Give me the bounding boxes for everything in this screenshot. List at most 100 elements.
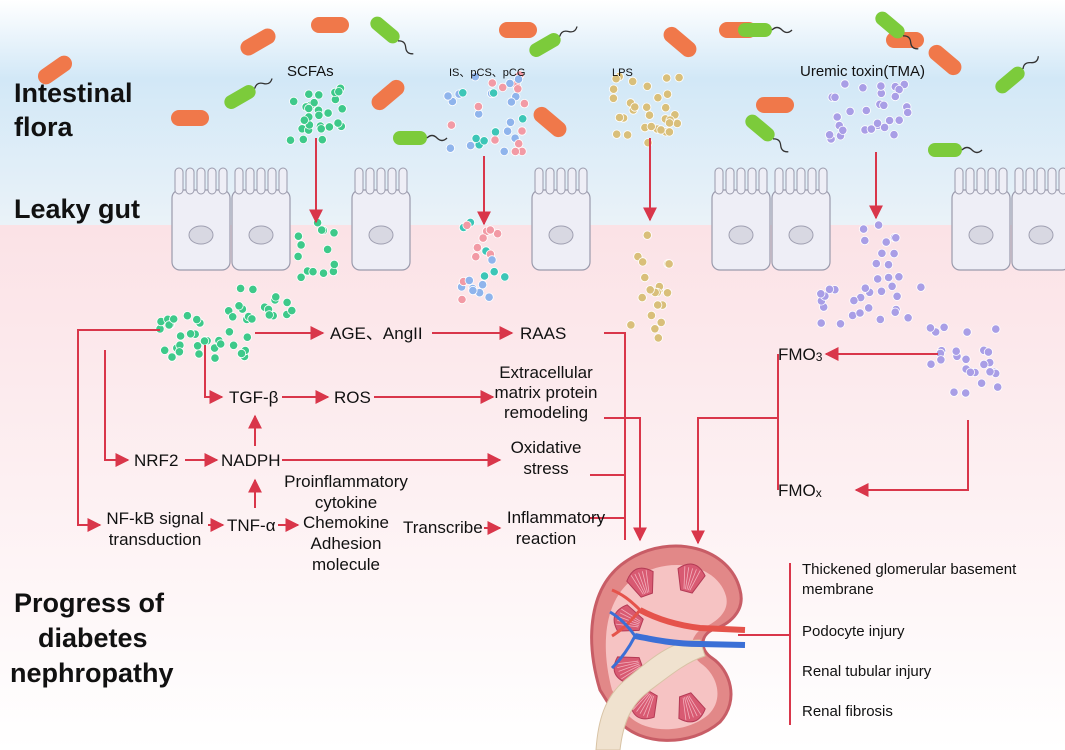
particle [329, 228, 339, 238]
particle [656, 317, 666, 327]
particle [505, 117, 516, 127]
node-inflammatory-1: Inflammatory [507, 508, 606, 527]
particle [871, 258, 881, 269]
particle [500, 272, 510, 282]
green-bacterium [529, 26, 578, 57]
particle [470, 72, 480, 82]
particle [608, 93, 619, 103]
particle [877, 248, 887, 258]
epithelial-cell [351, 167, 411, 271]
particle [236, 348, 247, 359]
particle [462, 220, 472, 230]
node-fmo3: FMO3 [778, 345, 823, 364]
particle [333, 118, 343, 128]
node-oxidative-2: stress [523, 459, 568, 478]
green-bacterium [224, 78, 273, 109]
cell-nucleus [1028, 225, 1054, 245]
particle [264, 310, 274, 320]
particle [285, 135, 296, 145]
particle [317, 225, 327, 235]
node-age-angii: AGE、AngII [330, 324, 423, 343]
particle [903, 107, 913, 118]
particle [637, 292, 647, 303]
particle [308, 267, 318, 277]
particle [860, 283, 870, 293]
particle [985, 367, 995, 377]
line-raas-kidney [604, 332, 626, 540]
node-proinflammatory-5: molecule [312, 555, 380, 574]
particle [890, 91, 900, 102]
particle [876, 81, 886, 91]
particle [471, 133, 481, 143]
particle [457, 294, 467, 305]
orange-bacterium [756, 97, 794, 113]
particle [271, 292, 281, 302]
particle [861, 105, 871, 116]
particle [446, 120, 456, 130]
orange-bacterium [171, 110, 209, 126]
particle [502, 126, 513, 136]
lps-label: LPS [612, 67, 633, 79]
node-proinflammatory-1: Proinflammatory [284, 472, 408, 491]
particle [228, 312, 238, 322]
particle [498, 82, 508, 93]
particle [662, 89, 673, 99]
particle [322, 244, 333, 254]
particle [642, 102, 652, 112]
particle [186, 329, 196, 339]
epithelial-cell [711, 167, 771, 271]
region-progress-label-3: nephropathy [10, 658, 174, 688]
renal-pyramid [678, 692, 706, 723]
arrow-to-nrf2 [104, 350, 130, 467]
particle [164, 320, 174, 330]
outcome-2: Podocyte injury [802, 623, 905, 640]
fmox-sub: x [816, 486, 822, 500]
particle [329, 259, 339, 269]
particle [282, 297, 292, 307]
particle [229, 340, 239, 350]
particle [883, 260, 894, 270]
particle [309, 98, 319, 108]
arrow-fmo-kidney [691, 417, 778, 545]
particle [824, 130, 835, 140]
node-nfkb-2: transduction [109, 530, 202, 549]
arrow-ecm-kidney [604, 417, 647, 542]
particle [216, 339, 226, 349]
particle [642, 230, 652, 240]
kidney-illustration [590, 544, 746, 750]
particle [858, 83, 868, 93]
particle [864, 303, 874, 313]
particle [894, 85, 904, 95]
particle [611, 74, 621, 84]
node-oxidative-1: Oxidative [511, 438, 582, 457]
epithelial-cell [231, 167, 291, 271]
particle [314, 90, 324, 100]
node-ecm-1: Extracellular [499, 363, 593, 382]
particle [487, 78, 497, 88]
green-bacterium [745, 114, 789, 153]
particle [656, 125, 666, 135]
particle [445, 143, 455, 153]
particle [287, 305, 297, 316]
cell-nucleus [788, 225, 814, 245]
green-bacterium [738, 23, 793, 37]
particle [866, 124, 876, 134]
particle [472, 243, 482, 253]
node-ecm-2: matrix protein [495, 383, 598, 402]
orange-bacterium [37, 55, 73, 85]
particle [961, 388, 971, 398]
node-nrf2: NRF2 [134, 451, 178, 470]
arrow-to-fmox [854, 420, 969, 497]
node-proinflammatory-2: cytokine [315, 493, 377, 512]
fmox-main: FMO [778, 481, 816, 500]
particle [210, 353, 220, 363]
fmo3-main: FMO [778, 345, 816, 364]
particle [247, 314, 257, 324]
particle [468, 285, 478, 296]
scfas-label: SCFAs [287, 63, 334, 80]
epithelial-cell [951, 167, 1011, 271]
particle [626, 320, 636, 330]
particle [840, 79, 850, 89]
particle [458, 88, 468, 98]
